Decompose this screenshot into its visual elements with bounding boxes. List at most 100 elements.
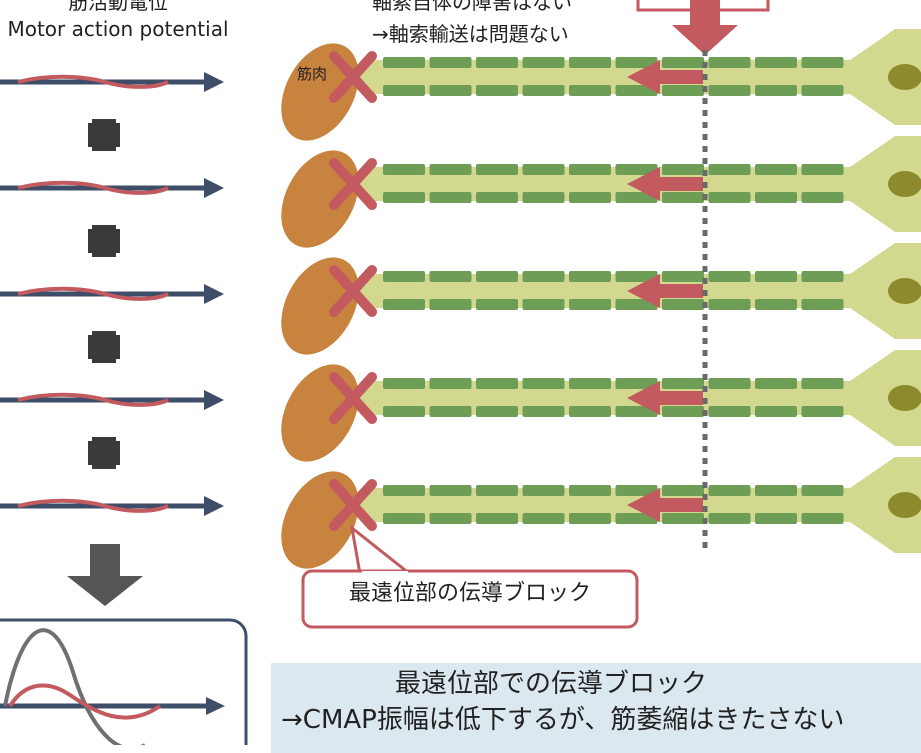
myelin-segment (569, 485, 611, 496)
myelin-segment (522, 192, 565, 203)
myelin-segment (476, 299, 518, 310)
myelin-segment (569, 192, 611, 203)
plus-icon (88, 331, 120, 363)
cmap-waveform (0, 628, 225, 745)
myelin-segment (615, 164, 658, 175)
myelin-segment (662, 485, 704, 496)
conduction-arrowhead (627, 381, 660, 415)
myelin-segment (383, 299, 425, 310)
myelin-segment (476, 164, 518, 175)
x-icon (329, 372, 377, 424)
myelin-segment (755, 192, 797, 203)
myelin-segment (615, 85, 658, 96)
myelin-segment (662, 513, 704, 524)
myelin-segment (708, 57, 751, 68)
myelin-segment (476, 378, 518, 389)
myelin-segment (522, 485, 565, 496)
signal-arrowhead (204, 178, 224, 198)
conduction-arrowhead (627, 167, 660, 201)
plus-icon (88, 437, 120, 469)
myelin-segment (755, 485, 797, 496)
myelin-segment (429, 378, 472, 389)
myelin-segment (569, 164, 611, 175)
signal-arrowhead (204, 72, 224, 92)
myelin-segment (383, 406, 425, 417)
x-icon (329, 479, 377, 531)
callout-box (301, 524, 639, 629)
myelin-segment (383, 192, 425, 203)
myelin-segment (522, 271, 565, 282)
myelin-segment (429, 299, 472, 310)
myelin-segment (801, 406, 844, 417)
myelin-segment (522, 378, 565, 389)
myelin-segment (522, 299, 565, 310)
myelin-segment (755, 299, 797, 310)
myelin-segment (662, 271, 704, 282)
myelin-segment (708, 192, 751, 203)
neuron-row (281, 29, 921, 141)
myelin-segment (615, 378, 658, 389)
plus-signs (88, 119, 120, 469)
muscle-fiber (281, 257, 359, 355)
myelin-segment (755, 378, 797, 389)
myelin-segment (801, 299, 844, 310)
myelin-segment (708, 85, 751, 96)
conduction-arrow (655, 70, 703, 84)
myelin-segment (615, 485, 658, 496)
callout-text: 最遠位部の伝導ブロック (348, 581, 591, 606)
myelin-segment (755, 164, 797, 175)
top-note-line2: →軸索輸送は問題ない (372, 22, 569, 46)
muscle-fiber (281, 43, 359, 141)
myelin-segment (383, 164, 425, 175)
myelin-segment (569, 513, 611, 524)
neuron-row (281, 350, 921, 462)
muscle-fiber (281, 364, 359, 462)
myelin-segment (383, 378, 425, 389)
myelin-segment (429, 85, 472, 96)
myelin-segment (522, 513, 565, 524)
myelin-segment (615, 271, 658, 282)
signal-trace (0, 178, 224, 198)
conduction-arrow (655, 284, 703, 298)
summary-line2: →CMAP振幅は低下するが、筋萎縮はきたさない (281, 705, 845, 735)
conduction-arrow (655, 391, 703, 405)
myelin-segment (522, 164, 565, 175)
signal-wave (17, 74, 169, 89)
conduction-arrowhead (627, 488, 660, 522)
myelin-segment (383, 271, 425, 282)
left-heading-jp: 筋活動電位 (68, 0, 168, 14)
myelin-segment (662, 299, 704, 310)
myelin-segment (522, 57, 565, 68)
myelin-segment (569, 271, 611, 282)
summary-line1: 最遠位部での伝導ブロック (394, 669, 707, 699)
myelin-segment (429, 513, 472, 524)
signal-wave (17, 498, 169, 513)
signal-wave (17, 180, 169, 195)
myelin-segment (429, 271, 472, 282)
myelin-segment (801, 378, 844, 389)
nucleus (888, 385, 921, 411)
myelin-segment (801, 85, 844, 96)
cmap-result-box (0, 618, 248, 745)
signal-trace (0, 72, 224, 92)
myelin-segment (429, 57, 472, 68)
myelin-segment (615, 192, 658, 203)
signal-wave (17, 286, 169, 301)
cell-body (850, 350, 921, 446)
myelin-segment (662, 192, 704, 203)
signal-arrowhead (204, 284, 224, 304)
signal-arrowhead (204, 390, 224, 410)
down-arrow-icon (67, 544, 143, 606)
myelin-segment (755, 271, 797, 282)
myelin-segment (801, 513, 844, 524)
myelin-segment (476, 57, 518, 68)
top-note-line1: 軸索自体の障害はない (372, 0, 572, 14)
myelin-segment (755, 57, 797, 68)
plus-icon (88, 225, 120, 257)
myelin-segment (615, 406, 658, 417)
plus-icon (88, 119, 120, 151)
signal-traces (0, 72, 224, 516)
conduction-arrow (655, 177, 703, 191)
myelin-segment (755, 513, 797, 524)
nucleus (888, 278, 921, 304)
